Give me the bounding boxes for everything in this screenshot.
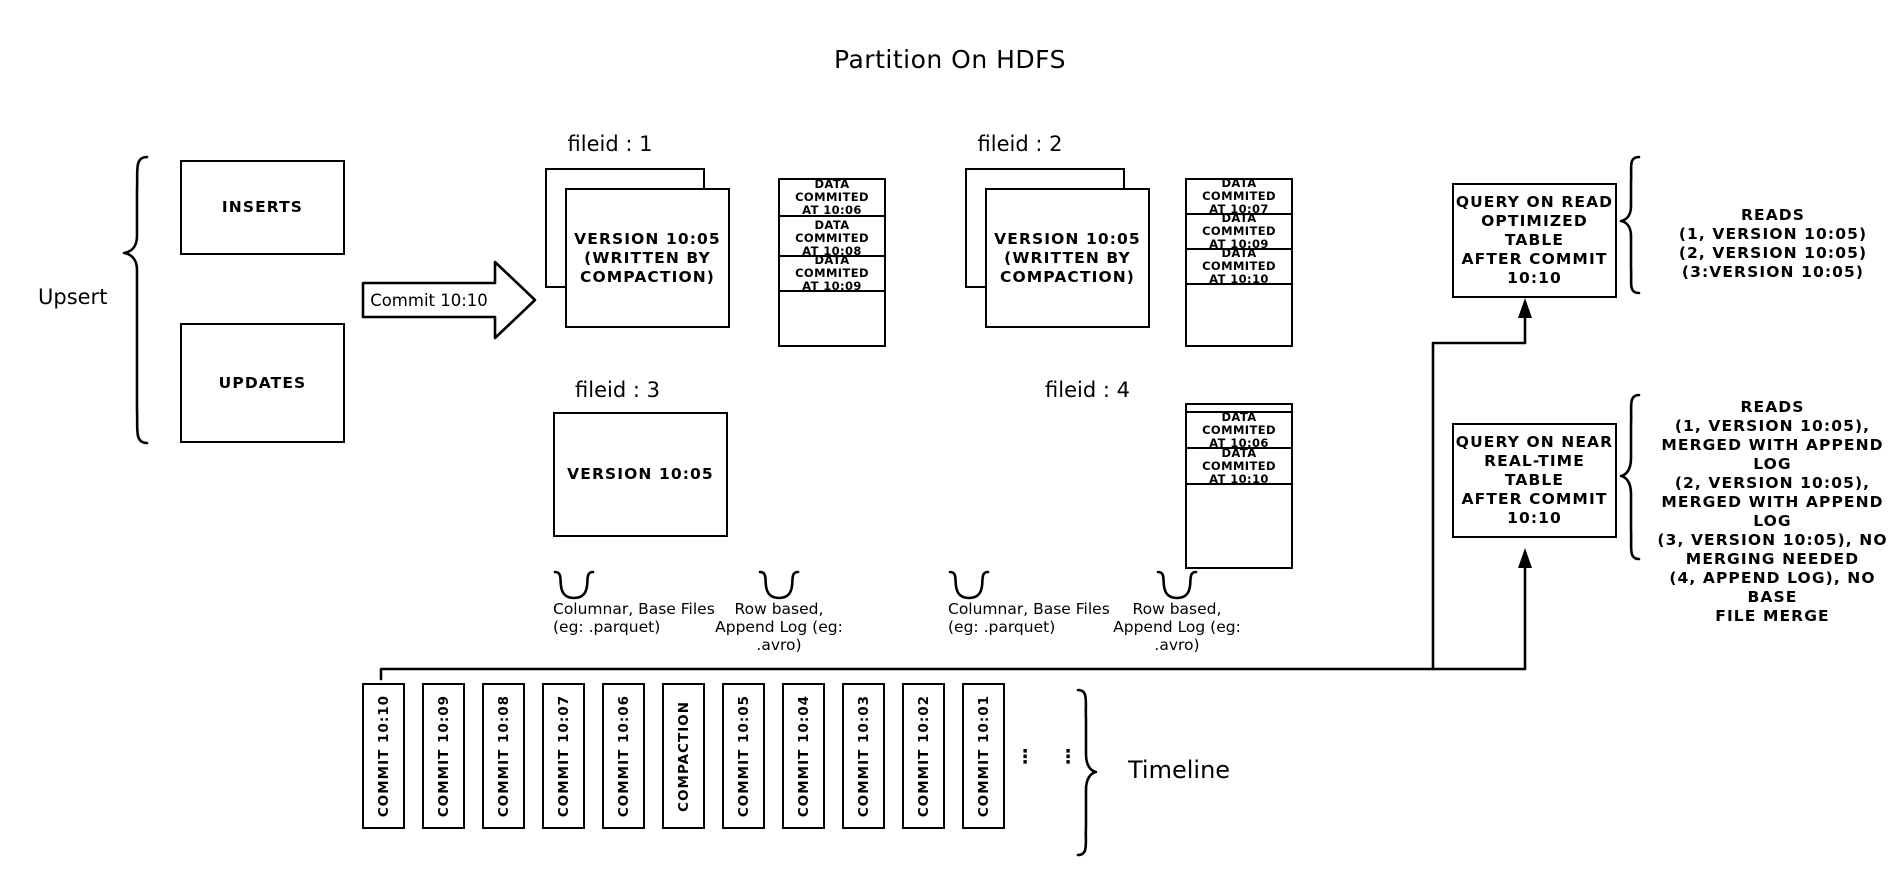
fileid-2-base-file[interactable]: VERSION 10:05 (WRITTEN BY COMPACTION) — [985, 188, 1150, 328]
fileid-1-append-log[interactable]: DATA COMMITED AT 10:06 DATA COMMITED AT … — [778, 178, 886, 347]
query-near-real-time-box[interactable]: QUERY ON NEAR REAL-TIME TABLE AFTER COMM… — [1452, 423, 1617, 538]
fileid-4-header: fileid : 4 — [1045, 378, 1130, 402]
fileid-4-log-empty — [1187, 485, 1291, 566]
brace-reads-near-real-time — [1619, 393, 1641, 561]
commit-arrow-label: Commit 10:10 — [370, 291, 488, 310]
commit-arrow-label-wrap: Commit 10:10 — [363, 288, 495, 314]
timeline-label: Timeline — [1128, 756, 1231, 784]
brace-columnar-right — [948, 570, 990, 600]
fileid-1-log-entry-3: DATA COMMITED AT 10:09 — [780, 254, 884, 293]
timeline-item-6[interactable]: COMMIT 10:05 — [722, 683, 765, 829]
fileid-2-base-line-3: COMPACTION) — [1000, 267, 1135, 286]
fileid-4-log-entry-1: DATA COMMITED AT 10:06 — [1187, 410, 1291, 449]
query-read-optimized-box[interactable]: QUERY ON READ OPTIMIZED TABLE AFTER COMM… — [1452, 183, 1617, 298]
updates-box[interactable]: UPDATES — [180, 323, 345, 443]
caption-rowbased-left: Row based, Append Log (eg: .avro) — [715, 600, 843, 654]
fileid-1-log-empty — [780, 292, 884, 342]
inserts-label: INSERTS — [221, 198, 304, 216]
fileid-2-log-entry-3: DATA COMMITED AT 10:10 — [1187, 247, 1291, 286]
query-near-real-time-label: QUERY ON NEAR REAL-TIME TABLE AFTER COMM… — [1455, 433, 1614, 527]
caption-columnar-left: Columnar, Base Files (eg: .parquet) — [553, 600, 715, 636]
timeline-item-10[interactable]: COMMIT 10:01 — [962, 683, 1005, 829]
fileid-1-base-file[interactable]: VERSION 10:05 (WRITTEN BY COMPACTION) — [565, 188, 730, 328]
arrowhead-near-real-time — [1518, 548, 1532, 568]
fileid-2-header: fileid : 2 — [977, 132, 1063, 156]
brace-timeline — [1076, 688, 1098, 857]
brace-rowlog-right — [1156, 570, 1198, 600]
updates-label: UPDATES — [218, 373, 307, 392]
fileid-2-log-entry-2: DATA COMMITED AT 10:09 — [1187, 212, 1291, 251]
brace-columnar-left — [553, 570, 595, 600]
inserts-box[interactable]: INSERTS — [180, 160, 345, 255]
timeline-item-5[interactable]: COMPACTION — [662, 683, 705, 829]
reads-read-optimized-text: READS (1, VERSION 10:05) (2, VERSION 10:… — [1678, 206, 1868, 281]
timeline-ellipsis-2: ⋮ — [1058, 746, 1078, 768]
fileid-1-log-entry-1: DATA COMMITED AT 10:06 — [780, 178, 884, 217]
fileid-1-base-line-2: (WRITTEN BY — [584, 248, 711, 267]
page-title: Partition On HDFS — [834, 45, 1066, 74]
fileid-4-log-top-strip — [1187, 405, 1291, 413]
timeline-item-0[interactable]: COMMIT 10:10 — [362, 683, 405, 829]
fileid-3-header: fileid : 3 — [575, 378, 660, 402]
timeline-ellipsis-1: ⋮ — [1015, 746, 1035, 768]
fileid-2-log-empty — [1187, 285, 1291, 344]
query-read-optimized-label: QUERY ON READ OPTIMIZED TABLE AFTER COMM… — [1455, 193, 1614, 287]
fileid-4-append-log[interactable]: DATA COMMITED AT 10:06 DATA COMMITED AT … — [1185, 403, 1293, 569]
timeline-item-3[interactable]: COMMIT 10:07 — [542, 683, 585, 829]
fileid-3-base-file[interactable]: VERSION 10:05 — [553, 412, 728, 537]
timeline-item-1[interactable]: COMMIT 10:09 — [422, 683, 465, 829]
timeline-item-8[interactable]: COMMIT 10:03 — [842, 683, 885, 829]
upsert-label: Upsert — [38, 285, 108, 309]
fileid-2-base-line-1: VERSION 10:05 — [994, 229, 1141, 248]
fileid-1-header: fileid : 1 — [567, 132, 653, 156]
fileid-1-log-entry-2: DATA COMMITED AT 10:08 — [780, 219, 884, 258]
timeline-item-2[interactable]: COMMIT 10:08 — [482, 683, 525, 829]
fileid-1-base-line-1: VERSION 10:05 — [574, 229, 721, 248]
fileid-2-base-line-2: (WRITTEN BY — [1004, 248, 1131, 267]
caption-columnar-right: Columnar, Base Files (eg: .parquet) — [948, 600, 1110, 636]
fileid-3-base-line-1: VERSION 10:05 — [567, 465, 714, 483]
brace-reads-read-optimized — [1619, 155, 1641, 295]
fileid-4-log-entry-2: DATA COMMITED AT 10:10 — [1187, 446, 1291, 485]
caption-rowbased-right: Row based, Append Log (eg: .avro) — [1113, 600, 1241, 654]
timeline-item-9[interactable]: COMMIT 10:02 — [902, 683, 945, 829]
arrowhead-read-optimized — [1518, 298, 1532, 318]
timeline-item-7[interactable]: COMMIT 10:04 — [782, 683, 825, 829]
fileid-2-append-log[interactable]: DATA COMMITED AT 10:07 DATA COMMITED AT … — [1185, 177, 1293, 347]
timeline-item-4[interactable]: COMMIT 10:06 — [602, 683, 645, 829]
brace-rowlog-left — [758, 570, 800, 600]
reads-near-real-time-text: READS (1, VERSION 10:05), MERGED WITH AP… — [1657, 398, 1888, 625]
fileid-2-log-entry-1: DATA COMMITED AT 10:07 — [1187, 177, 1291, 216]
fileid-1-base-line-3: COMPACTION) — [580, 267, 715, 286]
